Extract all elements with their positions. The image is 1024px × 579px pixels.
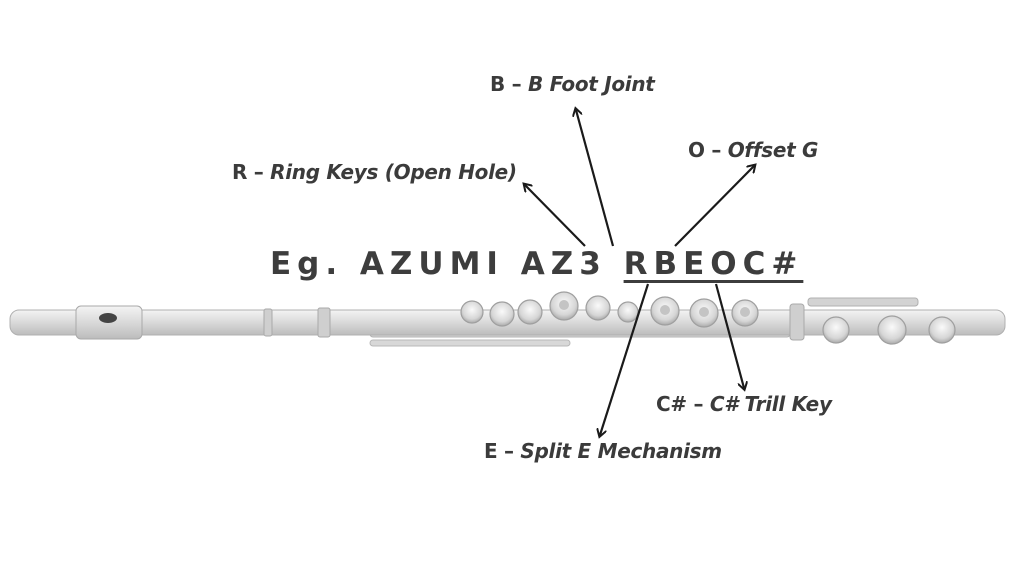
label-b-foot-joint: B – B Foot Joint [490,72,655,96]
arrow-e [600,283,650,435]
arrow-r [525,185,586,247]
key-rod-lower [369,339,571,347]
foot-rod [807,297,919,307]
embouchure-hole [99,313,117,323]
option-code: RBEOC# [623,246,804,282]
label-o-offset-g: O – Offset G [688,138,819,162]
arrow-c [714,283,744,388]
label-r-ring-keys: R – Ring Keys (Open Hole) [232,160,517,184]
ring-holes [559,300,750,317]
arrow-o [674,166,754,247]
foot-band [789,303,805,341]
arrow-b [576,110,615,247]
model-headline: Eg. AZUMI AZ3 RBEOC# [270,246,803,282]
tenon-band [263,308,273,337]
tenon-band-2 [317,307,331,338]
label-c-sharp-trill-key: C# – C# Trill Key [656,392,832,416]
label-e-split-e: E – Split E Mechanism [484,439,722,463]
model-prefix: Eg. AZUMI AZ3 [270,246,624,282]
